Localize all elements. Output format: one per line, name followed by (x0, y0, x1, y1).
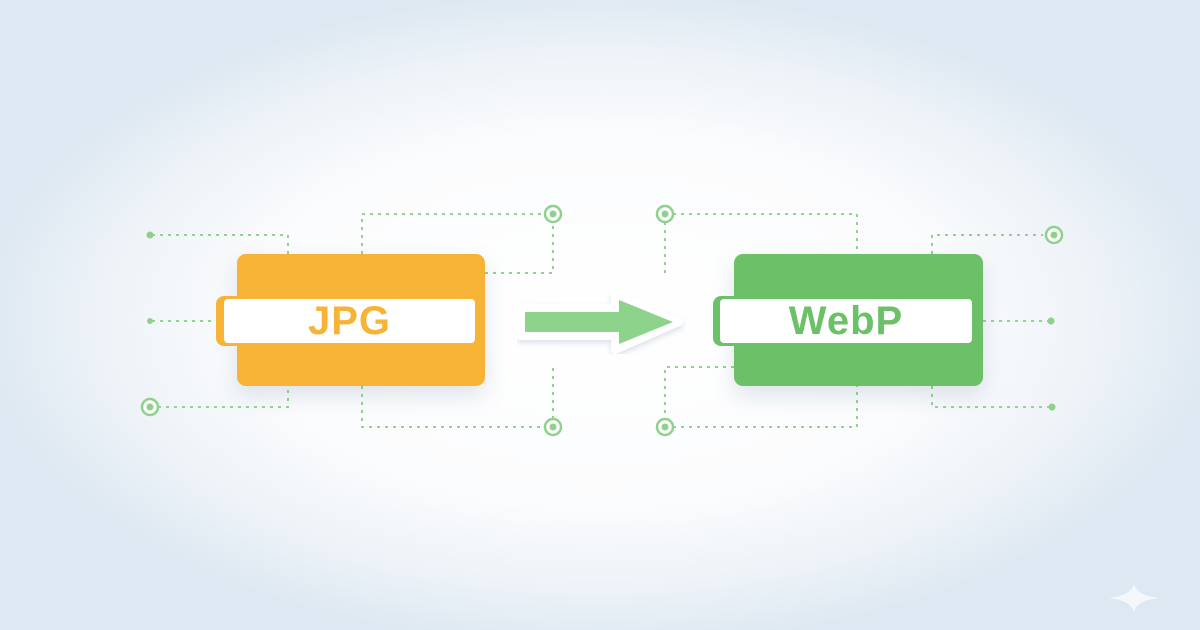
sparkle-icon (1108, 584, 1160, 612)
arrow-right-icon (517, 290, 683, 354)
jpg-label: JPG (224, 299, 475, 343)
webp-label: WebP (720, 299, 972, 343)
